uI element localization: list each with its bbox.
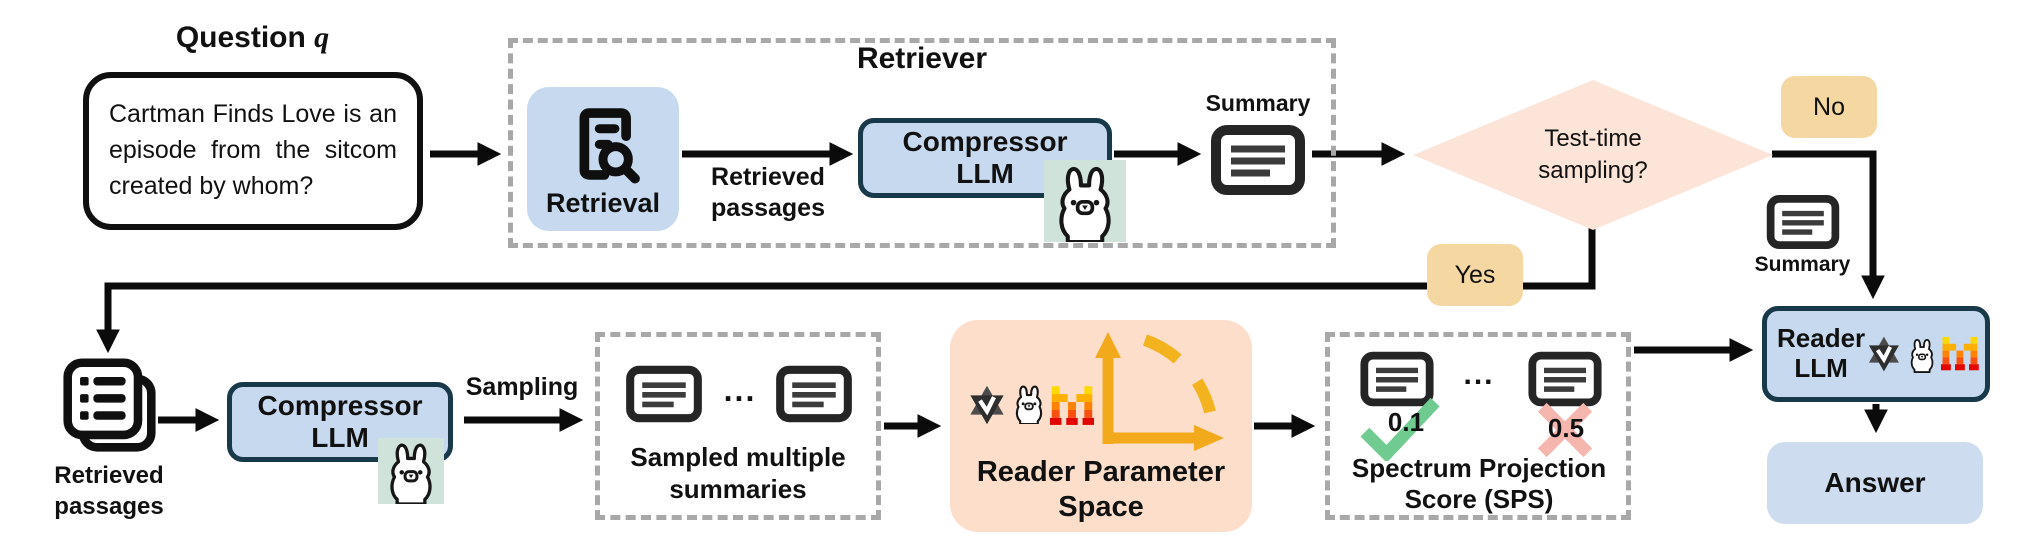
sps-score-accepted: 0.1 (1387, 407, 1425, 437)
llama-icon (1904, 333, 1940, 375)
retrieved-passages-label: Retrieved passages (54, 461, 164, 520)
retrieval-tile: Retrieval (527, 87, 679, 231)
reader-parameter-space-box: Reader Parameter Space (950, 320, 1252, 532)
sampled-summaries-label: Sampled multiple summaries (630, 441, 846, 505)
sampling-edge-label: Sampling (465, 373, 579, 401)
retrieved-passages-edge-label: Retrieved passages (711, 162, 825, 222)
sps-score-rejected: 0.5 (1547, 413, 1585, 443)
llama-icon (1044, 160, 1126, 242)
summary-icon-top (1210, 124, 1306, 196)
reader-llm-box: Reader LLM (1762, 306, 1990, 402)
sps-label: Spectrum Projection Score (SPS) (1351, 452, 1607, 514)
question-variable: q (314, 21, 330, 54)
sampled-doc-icon (624, 365, 704, 423)
llama-icon (378, 438, 444, 504)
retriever-group (508, 38, 1336, 248)
qwen-icon (966, 384, 1008, 426)
compressor-llm-label-bottom: Compressor LLM (257, 389, 423, 453)
yes-badge: Yes (1427, 244, 1523, 306)
answer-box: Answer (1767, 442, 1983, 524)
qwen-icon (1865, 332, 1903, 376)
question-text: Cartman Finds Love is an episode from th… (109, 100, 397, 200)
sps-group: ... 0.1 0.5 Spectrum Projection Score (S… (1325, 332, 1631, 520)
question-title: Question q (175, 21, 330, 54)
decision-diamond: Test-time sampling? (1413, 80, 1773, 230)
ellipsis: ... (723, 372, 757, 408)
retrieval-icon (562, 101, 644, 187)
no-badge: No (1781, 76, 1877, 138)
retrieval-label: Retrieval (545, 187, 661, 218)
parameter-space-axes-icon (1088, 326, 1228, 456)
retrieved-passages-icon (62, 358, 157, 453)
decision-label: Test-time sampling? (1538, 124, 1648, 184)
no-branch-summary-icon (1766, 194, 1840, 250)
mistral-icon (1941, 334, 1979, 374)
compressor-llm-label-top: Compressor LLM (902, 125, 1068, 189)
sampled-doc-icon (774, 365, 854, 423)
sampled-summaries-group: ... Sampled multiple summaries (595, 332, 881, 520)
no-branch-summary-label: Summary (1754, 253, 1851, 277)
llama-icon (1008, 382, 1050, 424)
reader-llm-label: Reader LLM (1777, 323, 1866, 383)
ellipsis: ... (1463, 358, 1495, 391)
reader-parameter-space-label: Reader Parameter Space (976, 456, 1226, 523)
summary-label-top: Summary (1205, 90, 1311, 117)
question-box: Cartman Finds Love is an episode from th… (83, 72, 423, 230)
retriever-title: Retriever (856, 42, 988, 75)
